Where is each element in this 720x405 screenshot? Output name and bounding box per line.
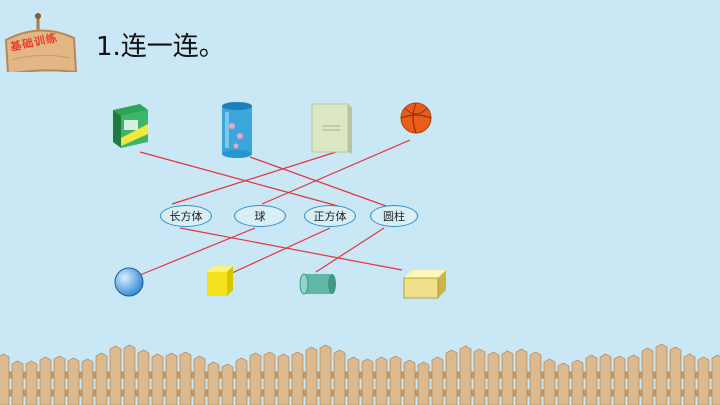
sphere-shape-icon [114,267,144,297]
fence-picket [417,361,430,405]
fence-picket [67,357,80,405]
fence-picket [25,360,38,405]
fence-picket [291,351,304,405]
fence-picket [165,352,178,405]
fence-picket [333,349,346,405]
line-cuboid-box-to-cuboid-label [139,151,339,207]
fence-picket [11,360,24,405]
cuboid-shape-icon [403,270,446,299]
fence-picket [697,356,710,405]
fence-picket [613,355,626,405]
fence-picket [347,356,360,405]
fence-picket [375,356,388,405]
label-cuboid: 长方体 [160,205,212,227]
cube-shape-icon [207,266,233,296]
fence-picket [263,351,276,405]
fence-picket [95,352,108,405]
line-cube-book-to-cube-label [171,151,337,205]
line-ball-to-sphere-label [261,139,411,205]
fence-picket [487,351,500,405]
fence-picket [137,349,150,405]
fence-picket [235,357,248,405]
fence-picket [445,349,458,405]
box-object-icon [113,104,148,148]
can-object-icon [222,102,252,158]
fence-picket [655,343,668,405]
fence-picket [305,346,318,405]
fence-picket [641,347,654,405]
fence-picket [193,355,206,405]
fence-picket [319,344,332,405]
fence-picket [501,350,514,405]
line-cube-label-to-cube [231,227,331,274]
fence-picket [109,345,122,405]
basketball-object-icon [400,102,432,134]
cylinder-shape-icon [299,273,336,295]
label-cube: 正方体 [304,205,356,227]
fence-picket [473,348,486,405]
fence-picket [249,352,262,405]
line-can-to-cylinder-label [249,156,387,207]
line-cuboid-label-to-cuboid [179,227,403,271]
fence-picket [683,353,696,405]
fence-picket [207,361,220,405]
fence-picket [459,345,472,405]
fence-picket [711,354,720,405]
fence-picket [529,351,542,405]
fence-picket [123,344,136,405]
wooden-badge-icon [4,13,78,72]
fence-picket [81,358,94,405]
line-cylinder-label-to-cylinder [315,227,385,273]
wooden-fence [0,371,720,397]
fence-picket [0,353,10,405]
line-sphere-label-to-ball [139,227,256,276]
fence-picket [179,351,192,405]
fence-picket [277,353,290,405]
fence-pickets [0,343,720,405]
fence-picket [53,355,66,405]
fence-picket [515,348,528,405]
fence-picket [557,362,570,405]
fence-picket [571,359,584,405]
page-title: 1.连一连。 [96,32,225,62]
fence-picket [39,356,52,405]
fence-picket [599,353,612,405]
fence-picket [361,358,374,405]
fence-picket [669,346,682,405]
fence-picket [389,355,402,405]
fence-picket [543,358,556,405]
fence-picket [431,356,444,405]
label-sphere: 球 [234,205,286,227]
label-cylinder: 圆柱 [370,205,418,227]
fence-picket [403,359,416,405]
fence-picket [627,354,640,405]
fence-picket [585,354,598,405]
book-object-icon [311,103,352,154]
fence-picket [221,363,234,405]
fence-picket [151,353,164,405]
